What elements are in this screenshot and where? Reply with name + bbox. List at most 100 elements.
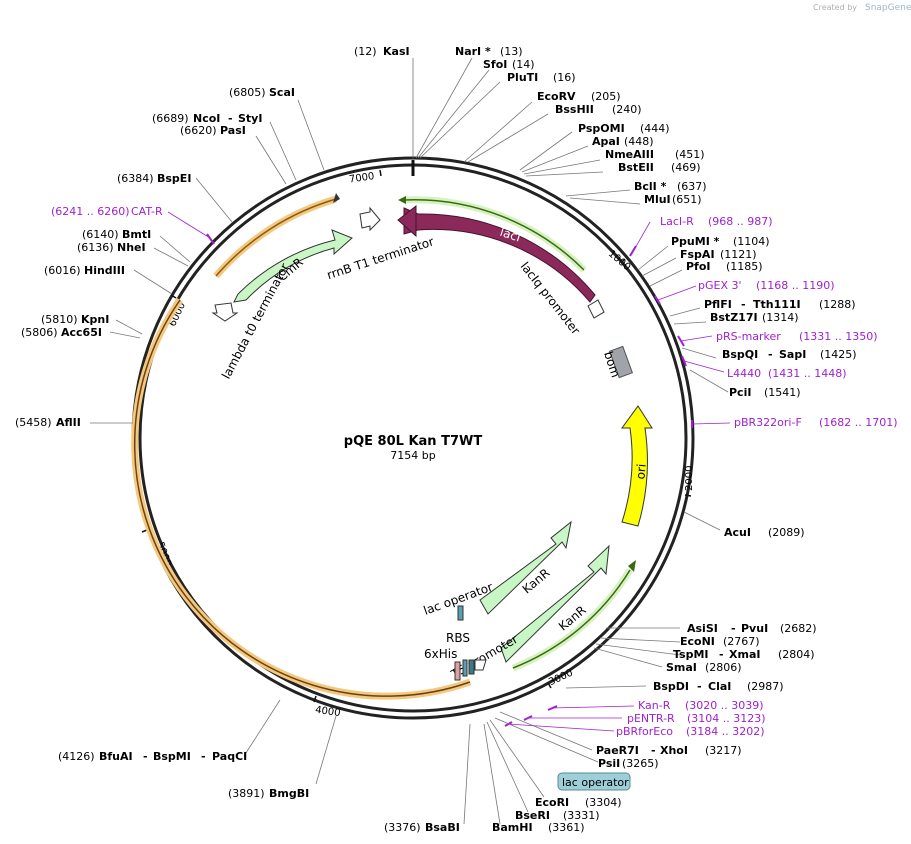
site-scai-name: ScaI bbox=[269, 86, 295, 99]
his-tag-label: 6xHis bbox=[424, 647, 457, 661]
lambda-terminator-shape bbox=[211, 302, 239, 322]
site-tspmi-name: TspMI bbox=[673, 648, 709, 661]
primer-lacir-name: LacI-R bbox=[660, 215, 694, 228]
plasmid-length: 7154 bp bbox=[390, 449, 435, 462]
laci-label: lacI bbox=[498, 225, 522, 245]
his-tag-feature bbox=[454, 661, 461, 681]
site-bfuai-pos: (4126) bbox=[58, 750, 95, 763]
site-kasi-pos: (12) bbox=[354, 45, 377, 58]
site-clai-name: ClaI bbox=[708, 680, 731, 693]
site-acc65i-name: Acc65I bbox=[61, 326, 102, 339]
site-ecori-name: EcoRI bbox=[535, 796, 569, 809]
site-hindiii-name: HindIII bbox=[84, 264, 125, 277]
ori-label: ori bbox=[633, 463, 648, 480]
site-bmgbi-pos: (3891) bbox=[228, 787, 265, 800]
site-hindiii-pos: (6016) bbox=[44, 264, 81, 277]
site-mlui-name: MluI bbox=[644, 193, 671, 206]
rbs-feature bbox=[462, 659, 468, 677]
site-bmti-name: BmtI bbox=[122, 228, 151, 241]
site-sapi-name: SapI bbox=[779, 348, 806, 361]
site-pluti-name: PluTI bbox=[507, 71, 538, 84]
site-xmai-name: XmaI bbox=[729, 648, 760, 661]
cmr-feature bbox=[233, 229, 353, 303]
laciq-promoter-label: lacIq promoter bbox=[518, 259, 583, 337]
site-nhei-pos: (6136) bbox=[77, 241, 114, 254]
site-bspdi-sep: - bbox=[697, 680, 702, 693]
primer-catr-range: (6241 .. 6260) bbox=[51, 205, 130, 218]
primer-pbrforeco-name: pBRforEco bbox=[616, 725, 673, 738]
site-pluti-pos: (16) bbox=[553, 71, 576, 84]
site-psii-pos: (3265) bbox=[622, 757, 659, 770]
site-acui-name: AcuI bbox=[724, 526, 751, 539]
site-bfuai-sep: - bbox=[143, 750, 148, 763]
orange-arc-arrowhead bbox=[333, 193, 340, 203]
site-bmti-pos: (6140) bbox=[82, 228, 119, 241]
site-bspei-name: BspEI bbox=[157, 172, 191, 185]
laciq-promoter-shape bbox=[587, 299, 605, 319]
site-ppumi-name: PpuMI * bbox=[671, 235, 720, 248]
lac-operator-box bbox=[557, 772, 631, 791]
site-bstz17i-name: BstZ17I bbox=[710, 311, 758, 324]
site-bspei-pos: (6384) bbox=[117, 172, 154, 185]
site-bamhi-name: BamHI bbox=[492, 821, 533, 834]
site-kpni-name: KpnI bbox=[81, 313, 109, 326]
site-bamhi-pos: (3361) bbox=[548, 821, 585, 834]
site-pfoi-pos: (1185) bbox=[726, 260, 763, 273]
site-ecorv-pos: (205) bbox=[591, 90, 621, 103]
site-bmgbi-name: BmgBI bbox=[269, 787, 309, 800]
site-pflfi-name: PflFI bbox=[704, 298, 732, 311]
orange-arc-upper-line bbox=[215, 198, 337, 277]
site-pasi-name: PasI bbox=[220, 124, 246, 137]
site-pcii-pos: (1541) bbox=[764, 386, 801, 399]
t5-feature bbox=[468, 659, 475, 675]
site-bspdi-name: BspDI bbox=[653, 680, 689, 693]
site-bsshii-name: BssHII bbox=[555, 103, 594, 116]
site-ncoi-name: NcoI bbox=[193, 112, 220, 125]
site-paer7i-pos: (3217) bbox=[705, 744, 742, 757]
credit-created-by: Created by bbox=[813, 3, 857, 12]
site-pflfi-pos: (1288) bbox=[819, 298, 856, 311]
site-smai-pos: (2806) bbox=[705, 661, 742, 674]
site-bstz17i-pos: (1314) bbox=[762, 311, 799, 324]
primer-prsmarker-range: (1331 .. 1350) bbox=[799, 330, 878, 343]
green-arc-lower-arrowhead bbox=[628, 560, 636, 572]
lac-operator-box-label: lac operator bbox=[562, 776, 629, 789]
site-ppumi-pos: (1104) bbox=[733, 235, 770, 248]
site-asisi-sep: - bbox=[731, 622, 736, 635]
primer-pentrr-range: (3104 .. 3123) bbox=[687, 712, 766, 725]
bom-feature bbox=[608, 345, 634, 379]
primer-pbrforeco-range: (3184 .. 3202) bbox=[686, 725, 765, 738]
orange-arc-lower-line bbox=[133, 299, 471, 697]
site-nhei-name: NheI bbox=[117, 241, 146, 254]
site-styi-name: StyI bbox=[238, 112, 262, 125]
primer-pgex3-name: pGEX 3' bbox=[698, 279, 742, 292]
site-pspomi-pos: (444) bbox=[640, 122, 670, 135]
site-scai-pos: (6805) bbox=[229, 86, 266, 99]
site-bsabi-pos: (3376) bbox=[384, 821, 421, 834]
tick-7000: 7000 bbox=[348, 171, 375, 185]
site-xhoi-name: XhoI bbox=[660, 744, 688, 757]
site-paer7i-sep: - bbox=[651, 744, 656, 757]
kanr-inner-feature bbox=[479, 520, 572, 615]
site-bspdi-pos: (2987) bbox=[747, 680, 784, 693]
site-bsabi-name: BsaBI bbox=[425, 821, 460, 834]
site-bsteii-pos: (469) bbox=[671, 161, 701, 174]
site-acc65i-pos: (5806) bbox=[21, 326, 58, 339]
site-nmeaiii-name: NmeAIII bbox=[605, 148, 654, 161]
site-bspqi-pos: (1425) bbox=[820, 348, 857, 361]
site-bseri-pos: (3331) bbox=[563, 809, 600, 822]
green-arc-top-line bbox=[403, 199, 585, 271]
rrnb-terminator-shape bbox=[359, 206, 381, 232]
green-arc-top-arrowhead bbox=[398, 196, 406, 204]
site-acui-pos: (2089) bbox=[768, 526, 805, 539]
laci-feature bbox=[403, 207, 596, 303]
site-smai-name: SmaI bbox=[666, 661, 697, 674]
site-pfoi-name: PfoI bbox=[686, 260, 711, 273]
site-paqci-name: PaqCI bbox=[212, 750, 247, 763]
leader-lines bbox=[90, 57, 729, 825]
site-bspmi-name: BspMI bbox=[153, 750, 191, 763]
site-apai-pos: (448) bbox=[624, 135, 654, 148]
primer-catr-name: CAT-R bbox=[131, 205, 163, 218]
site-tspmi-sep: - bbox=[719, 648, 724, 661]
